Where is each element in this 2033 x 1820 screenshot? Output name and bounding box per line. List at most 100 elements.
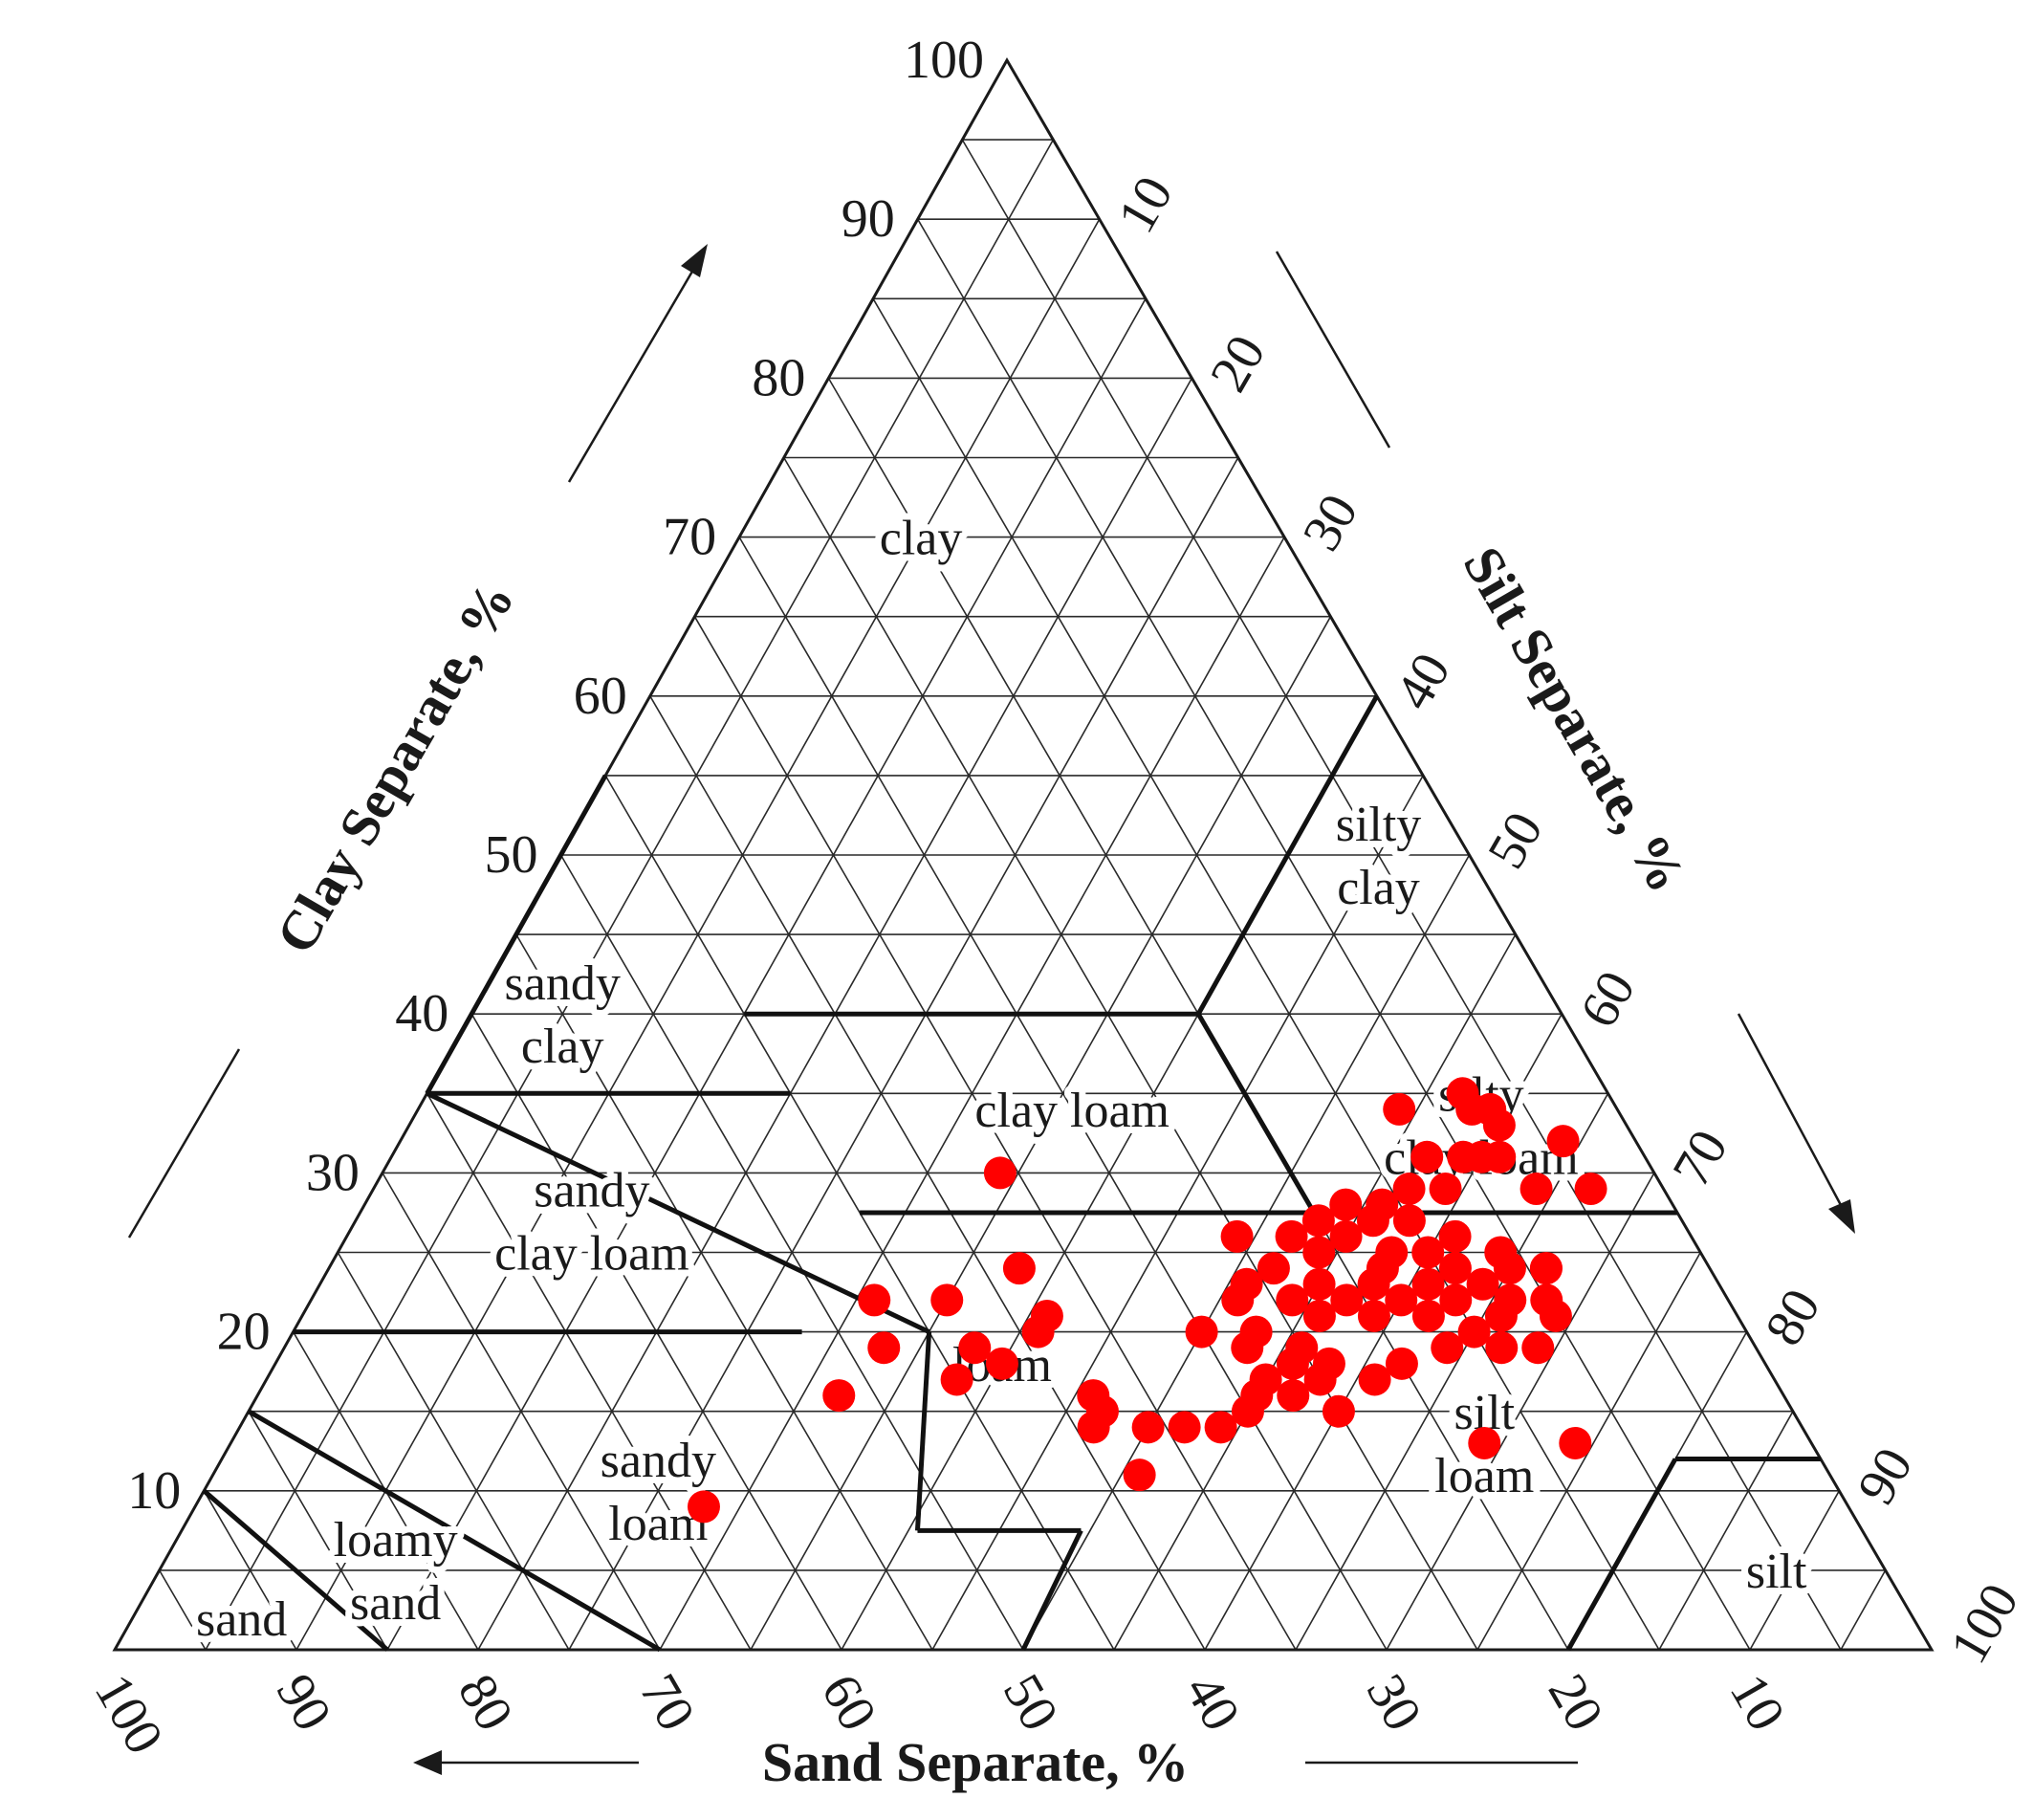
clay-tick-label: 40 [395,984,448,1043]
clay-tick-label: 50 [485,825,538,885]
data-point [1302,1267,1336,1301]
grid-line-silt-90 [1749,1490,1840,1651]
region-label: clay loam [974,1084,1170,1138]
data-point [1123,1458,1156,1492]
data-point [1493,1252,1526,1285]
class-boundary-12 [202,1488,389,1652]
data-point [1357,1267,1390,1301]
data-point [1231,1331,1264,1365]
data-point [1002,1252,1036,1285]
data-point [1466,1267,1499,1301]
data-point [1411,1267,1445,1301]
axis-direction-arrows [127,244,1855,1775]
region-label: sandy [601,1434,716,1488]
data-point [1356,1204,1389,1238]
clay-tick-label: 30 [306,1143,360,1202]
data-point [1519,1173,1553,1206]
grid-line-silt-85 [1658,1411,1794,1651]
grid-line-sand-85 [248,1411,388,1651]
clay-tick-label: 20 [217,1303,271,1362]
data-point [1546,1125,1580,1158]
data-point [1277,1379,1310,1413]
sand-tick-label: 70 [628,1665,707,1741]
class-boundary-6 [1196,694,1379,1016]
data-point [940,1363,973,1396]
grid-line-silt-95 [1840,1569,1887,1651]
clay-direction-arrow [567,269,695,483]
silt-tick-label: 80 [1754,1280,1832,1355]
data-point [1447,1140,1480,1173]
clay-tick-label: 10 [127,1461,181,1521]
clay-tick-label: 90 [842,189,895,249]
sand-tick-label: 20 [1537,1665,1615,1741]
data-point [1131,1411,1165,1444]
data-point [858,1283,891,1317]
data-point [1329,1188,1363,1221]
grid-line-silt-25 [568,457,1239,1651]
sand-tick-label: 30 [1355,1665,1433,1741]
data-point [1231,1394,1264,1428]
tick-labels: 1020304050607080901001020304050607080901… [83,31,2031,1764]
silt-tick-label: 50 [1476,802,1555,878]
silt-arrowhead [1828,1199,1855,1234]
sand-tick-label: 100 [83,1665,175,1765]
data-point [1438,1219,1472,1253]
clay-axis-title: Clay Separate, % [264,571,527,964]
data-point [1030,1299,1063,1332]
data-point [687,1490,720,1524]
clay-tick-label: 70 [663,508,716,567]
grid-line-sand-5 [961,139,1842,1651]
data-point [1302,1299,1336,1332]
texture-class-boundaries [202,694,1821,1653]
grid-line-sand-50 [559,854,1024,1651]
data-point [1276,1347,1309,1380]
data-point [1411,1236,1445,1269]
data-point [1302,1236,1336,1269]
region-label: silty [1336,798,1422,852]
data-point [1221,1283,1255,1317]
clay-tick-label: 60 [574,667,627,726]
data-point [1468,1426,1501,1459]
sand-arrowhead [413,1750,442,1775]
data-point [1385,1347,1418,1380]
data-point [1457,1315,1491,1349]
data-point [1529,1252,1563,1285]
grid-line-sand-15 [872,297,1660,1651]
clay-arrowhead [681,244,708,277]
silt-tick-label: 60 [1569,961,1648,1037]
data-point [1455,1092,1489,1126]
data-point [1275,1219,1308,1253]
data-point [822,1379,856,1413]
sand-tick-label: 50 [992,1665,1070,1741]
class-boundary-2 [914,1331,932,1531]
data-point [1383,1092,1416,1126]
silt-tick-label: 40 [1384,644,1462,719]
region-label: sand [196,1592,287,1647]
clay-tick-label: 100 [904,31,984,90]
silt-axis-rule [1275,251,1391,449]
region-label: silt [1454,1386,1516,1440]
region-label: clay loam [494,1226,689,1281]
data-point [1482,1108,1516,1142]
data-point [1329,1219,1363,1253]
grid-lines [158,139,1887,1651]
data-point [1204,1411,1237,1444]
class-boundary-1 [426,1091,930,1334]
region-label: sandy [505,956,621,1011]
data-point [1303,1363,1337,1396]
region-label: clay [521,1020,604,1074]
class-boundary-7 [1196,1012,1317,1215]
data-point [983,1156,1016,1190]
silt-direction-arrow [1737,1013,1843,1206]
region-label: sand [350,1576,441,1631]
data-point [1485,1331,1519,1365]
data-point [1484,1299,1518,1332]
grid-line-silt-50 [1022,854,1471,1651]
grid-line-silt-70 [1386,1173,1655,1651]
data-point [1077,1411,1110,1444]
region-label: silt [1746,1545,1807,1599]
data-point [1411,1299,1445,1332]
data-point [1438,1252,1472,1285]
